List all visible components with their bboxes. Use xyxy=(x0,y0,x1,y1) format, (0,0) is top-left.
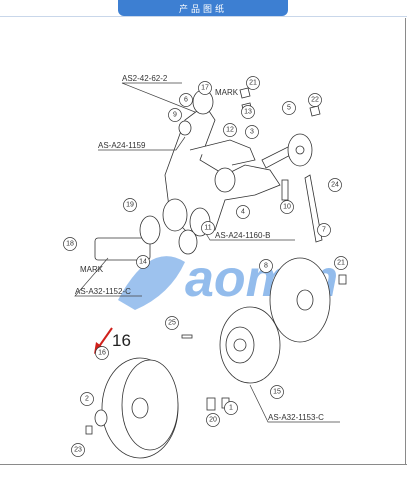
part-number: 10 xyxy=(283,204,291,211)
part-bubble xyxy=(63,237,77,251)
part-number: 23 xyxy=(74,447,82,454)
part-bubble xyxy=(317,223,331,237)
part-bubble xyxy=(282,101,296,115)
watermark-swoosh-icon xyxy=(118,256,185,310)
part-number: 7 xyxy=(322,227,326,234)
part-bubble xyxy=(95,346,109,360)
part-bubble xyxy=(259,259,273,273)
pulley-16-rim xyxy=(121,359,179,451)
part-bubble xyxy=(245,125,259,139)
washer-2 xyxy=(94,409,108,427)
part-number: 8 xyxy=(264,263,268,270)
part-number: 21 xyxy=(337,260,345,267)
disc-8 xyxy=(269,257,331,343)
part-number: 11 xyxy=(204,225,211,232)
part-bubble xyxy=(270,385,284,399)
screw-23 xyxy=(85,425,93,435)
part-number: 4 xyxy=(241,209,245,216)
label-as-a24-1159: AS-A24-1159 xyxy=(98,141,146,150)
header-title: 产品图纸 xyxy=(178,4,227,15)
part-bubble xyxy=(224,401,238,415)
part-bubble xyxy=(246,76,260,90)
part-bubble xyxy=(308,93,322,107)
part-bubble xyxy=(223,123,237,137)
part-number: 9 xyxy=(173,112,177,119)
part-bubble xyxy=(198,81,212,95)
lever-7 xyxy=(304,174,323,243)
part-number: 22 xyxy=(311,97,319,104)
part-number: 14 xyxy=(139,259,147,266)
part-number: 25 xyxy=(168,320,176,327)
screw-21-right xyxy=(338,274,347,285)
part-number: 24 xyxy=(331,182,339,189)
collar-19 xyxy=(139,215,161,245)
header-tab: 产品图纸 xyxy=(118,0,288,16)
part-bubble xyxy=(236,205,250,219)
header-divider xyxy=(0,16,407,17)
part-bubble xyxy=(123,198,137,212)
pin-25 xyxy=(181,334,193,339)
part-number: 1 xyxy=(229,405,233,412)
part-bubble xyxy=(168,108,182,122)
clutch-15 xyxy=(181,306,281,411)
part-bubble xyxy=(334,256,348,270)
clutch-15-hub xyxy=(233,338,247,352)
disc-8-hub xyxy=(296,289,314,311)
washer-4-top xyxy=(214,167,236,193)
part-bubble xyxy=(80,392,94,406)
part-bubble xyxy=(71,443,85,457)
bottom-divider xyxy=(0,464,407,465)
part-number: 20 xyxy=(209,417,217,424)
part-bubble xyxy=(328,178,342,192)
part-number-bubbles: 1234567891011121314151617181920212122232… xyxy=(63,76,348,457)
washer-4-bottom xyxy=(178,229,198,255)
sprocket-hub xyxy=(295,145,305,155)
washer-10 xyxy=(162,198,188,232)
part-bubble xyxy=(179,93,193,107)
label-as-a32-1153-c: AS-A32-1153-C xyxy=(268,413,324,422)
label-as-a32-1152-c: AS-A32-1152-C xyxy=(75,287,131,296)
pulley-16 xyxy=(85,274,347,459)
part-number: 12 xyxy=(226,127,234,134)
part-number: 15 xyxy=(273,389,281,396)
pin-10 xyxy=(281,179,289,201)
pulley-16-hub xyxy=(131,397,149,419)
label-as-a24-1160-b: AS-A24-1160-B xyxy=(215,231,270,240)
bearing-9 xyxy=(178,120,192,136)
label-mark-top: MARK xyxy=(215,88,239,97)
part-bubble xyxy=(136,255,150,269)
label-mark-left: MARK xyxy=(80,265,104,274)
left-shaft-assembly xyxy=(94,215,198,261)
screw-22 xyxy=(309,105,321,117)
screw-21-top xyxy=(239,87,251,99)
part-bubble xyxy=(201,221,215,235)
part-number: 13 xyxy=(244,109,252,116)
pin-20 xyxy=(206,397,216,411)
part-number: 21 xyxy=(249,80,257,87)
part-number: 3 xyxy=(250,129,254,136)
part-number: 6 xyxy=(184,97,188,104)
part-number: 16 xyxy=(98,350,106,357)
part-bubble xyxy=(241,105,255,119)
part-bubble xyxy=(206,413,220,427)
part-number: 17 xyxy=(201,85,209,92)
callout-16: 16 xyxy=(112,331,131,350)
arm-link xyxy=(189,139,256,166)
watermark: aomm xyxy=(118,250,338,310)
part-bubble xyxy=(165,316,179,330)
label-as2-42-62-2: AS2-42-62-2 xyxy=(122,74,168,83)
part-number: 2 xyxy=(85,396,89,403)
part-bubble xyxy=(280,200,294,214)
part-number: 5 xyxy=(287,105,291,112)
shaft-18 xyxy=(94,237,151,261)
part-number: 19 xyxy=(126,202,134,209)
part-number: 18 xyxy=(66,241,74,248)
